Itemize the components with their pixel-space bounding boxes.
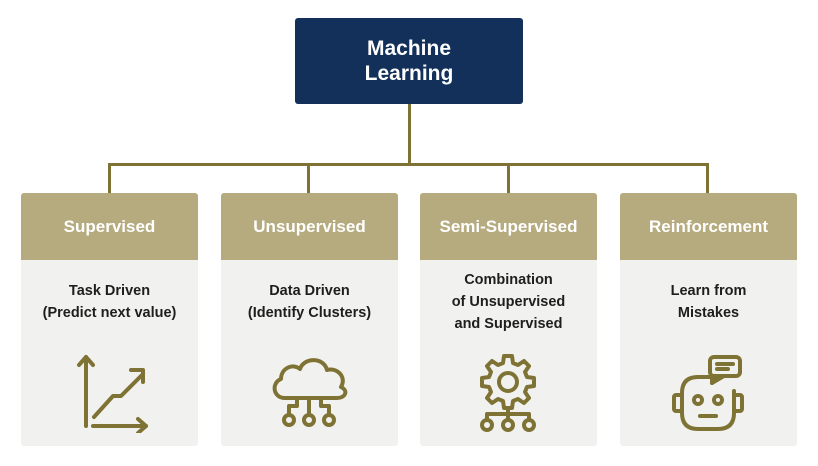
card-title: Semi-Supervised: [420, 193, 597, 260]
card-description-line: and Supervised: [454, 315, 563, 332]
connector-branch-reinforcement: [706, 163, 709, 193]
connector-trunk: [408, 104, 411, 165]
gear-network-icon: [468, 353, 548, 433]
card-title: Supervised: [21, 193, 198, 260]
card-description: Task Driven (Predict next value): [21, 260, 198, 343]
robot-chat-icon: [668, 353, 748, 433]
card-description-line: Combination: [464, 271, 553, 288]
card-description-line: Data Driven: [269, 282, 350, 299]
card-description-line: of Unsupervised: [451, 293, 566, 310]
card-semi-supervised: Semi-Supervised Combination of Unsupervi…: [420, 193, 597, 446]
card-reinforcement: Reinforcement Learn from Mistakes: [620, 193, 797, 446]
card-description-line: Learn from: [670, 282, 747, 299]
connector-branch-unsupervised: [307, 163, 310, 193]
growth-chart-icon: [69, 353, 149, 433]
card-title: Reinforcement: [620, 193, 797, 260]
card-description-line: (Identify Clusters): [247, 304, 372, 321]
connector-branch-supervised: [108, 163, 111, 193]
card-description-line: (Predict next value): [42, 304, 177, 321]
root-title-line-2: Learning: [364, 62, 454, 85]
cloud-network-icon: [269, 353, 349, 433]
card-unsupervised: Unsupervised Data Driven (Identify Clust…: [221, 193, 398, 446]
root-title-line-1: Machine: [366, 37, 452, 60]
card-description: Data Driven (Identify Clusters): [221, 260, 398, 343]
connector-horizontal: [108, 163, 709, 166]
root-node: Machine Learning: [295, 18, 523, 104]
card-title: Unsupervised: [221, 193, 398, 260]
card-supervised: Supervised Task Driven (Predict next val…: [21, 193, 198, 446]
card-description-line: Mistakes: [677, 304, 740, 321]
card-description-line: Task Driven: [68, 282, 151, 299]
card-description: Learn from Mistakes: [620, 260, 797, 343]
card-description: Combination of Unsupervised and Supervis…: [420, 260, 597, 343]
connector-branch-semi-supervised: [507, 163, 510, 193]
